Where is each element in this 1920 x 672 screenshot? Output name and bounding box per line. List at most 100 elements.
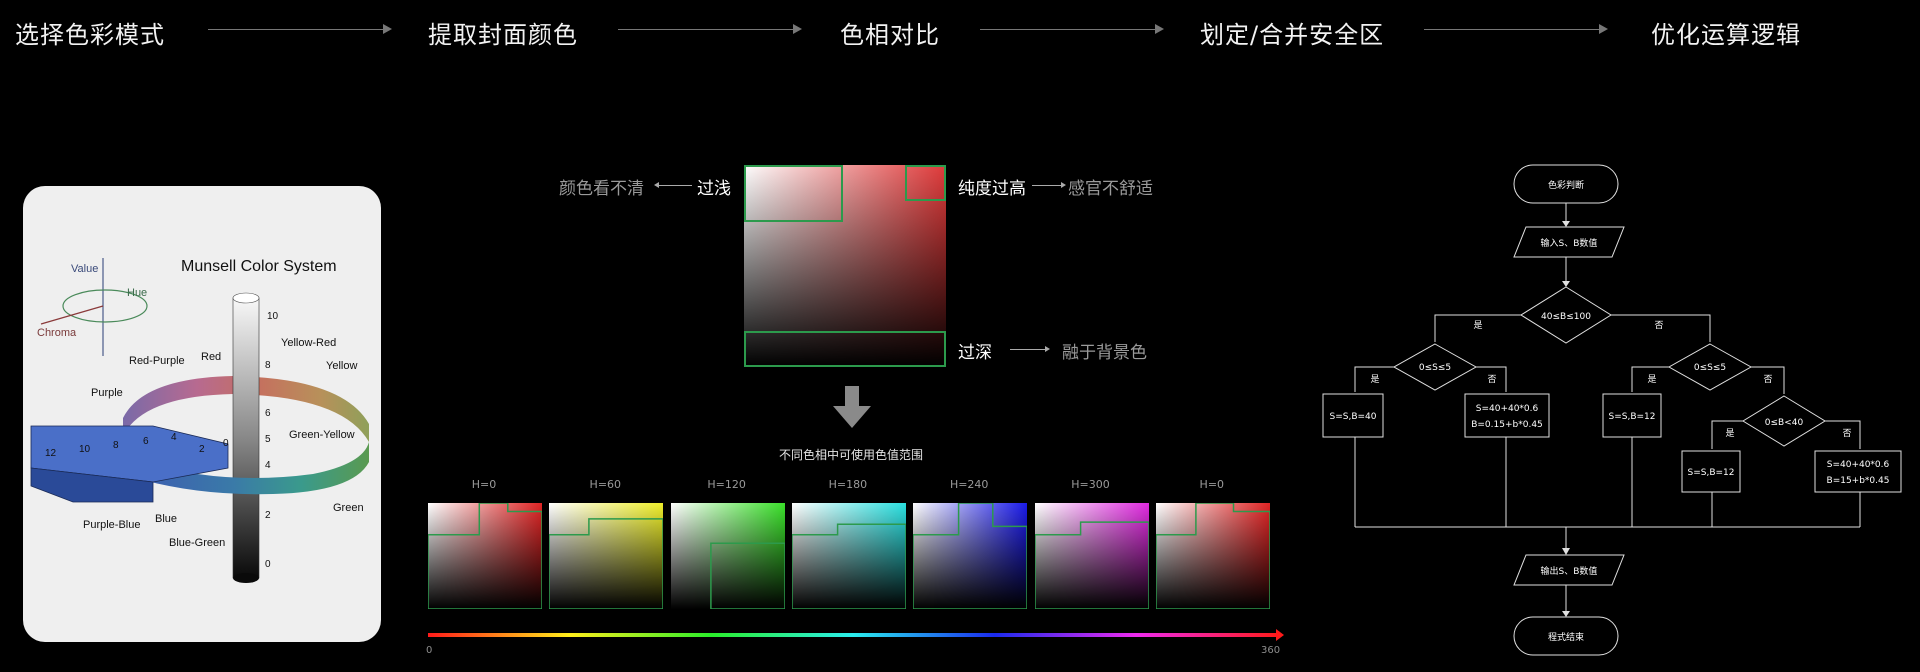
flow-result-1 — [1322, 393, 1384, 438]
hue-sample-swatch — [549, 503, 664, 609]
flow-input-node — [1513, 226, 1625, 258]
pointer-arrow-icon — [1032, 185, 1062, 186]
hue-max-label: 360 — [1261, 645, 1281, 656]
pointer-arrow-icon — [1045, 346, 1050, 352]
value-axis-label: Value — [71, 263, 98, 275]
hue-ring-back — [123, 376, 369, 442]
flow-right-condition-text: 0≤S≤5 — [1694, 363, 1726, 373]
chroma-tick: 8 — [113, 440, 119, 451]
too-light-zone — [744, 165, 843, 222]
hue-sample-swatch — [913, 503, 1028, 609]
chroma-axis-label: Chroma — [37, 327, 77, 339]
pointer-arrow-icon — [1010, 349, 1046, 350]
flow-no-label: 否 — [1763, 374, 1772, 385]
value-tick: 2 — [265, 510, 271, 521]
safe-zone-outline — [671, 503, 785, 609]
chroma-tick: 0 — [223, 438, 229, 449]
hue-sample-label: H=240 — [949, 478, 989, 491]
flow-no-label: 否 — [1487, 374, 1496, 385]
step-arrow — [618, 29, 794, 30]
flow-result-4 — [1681, 450, 1741, 493]
hue-sample-swatch — [1155, 503, 1270, 609]
step-arrow — [208, 29, 384, 30]
safe-zone-polygon — [549, 519, 663, 609]
value-tick: 4 — [265, 460, 271, 471]
too-saturated-zone — [905, 165, 946, 201]
hue-label: Blue — [155, 513, 177, 525]
hue-axis-label: Hue — [127, 287, 147, 299]
flow-right-condition — [1667, 343, 1753, 391]
flow-input-text: 输入S、B数值 — [1541, 237, 1598, 249]
flow-end-text: 程式结束 — [1548, 631, 1584, 643]
flow-main-condition — [1520, 286, 1612, 344]
too-dark-desc: 融于背景色 — [1062, 343, 1147, 363]
chroma-tick: 10 — [79, 444, 91, 455]
hue-label: Green-Yellow — [289, 429, 355, 441]
hue-sample-swatch — [1034, 503, 1149, 609]
step-arrow — [980, 29, 1156, 30]
safe-zone-polygon — [913, 503, 1027, 609]
pointer-arrow-icon — [1061, 182, 1066, 188]
flow-result-5 — [1814, 450, 1902, 493]
hue-ring-front — [143, 442, 369, 495]
step-5-title: 优化运算逻辑 — [1651, 21, 1801, 49]
value-tick: 5 — [265, 434, 271, 445]
safe-zone-polygon — [428, 503, 542, 609]
safe-zone-polygon — [792, 524, 906, 609]
flow-result-2-text: S=40+40*0.6 — [1476, 404, 1539, 414]
value-tick: 0 — [265, 559, 271, 570]
flow-result-2-text: B=0.15+b*0.45 — [1471, 420, 1543, 430]
hue-label: Purple — [91, 387, 123, 399]
safe-zone-outline — [549, 503, 663, 609]
flow-main-condition-text: 40≤B≤100 — [1541, 312, 1591, 322]
value-pole — [232, 297, 260, 579]
safe-zone-polygon — [1156, 503, 1270, 609]
flow-output-text: 输出S、B数值 — [1541, 565, 1598, 577]
safe-zone-outline — [913, 503, 1027, 609]
hue-sample-swatch — [791, 503, 906, 609]
hue-sample-label: H=180 — [828, 478, 868, 491]
munsell-title: Munsell Color System — [181, 258, 337, 275]
hue-min-label: 0 — [426, 645, 433, 656]
flow-start-text: 色彩判断 — [1548, 179, 1584, 191]
flow-no-label: 否 — [1842, 428, 1851, 439]
flow-left-condition — [1392, 343, 1478, 391]
value-tick: 10 — [267, 311, 279, 322]
flow-b-condition — [1742, 395, 1826, 447]
hue-label: Blue-Green — [169, 537, 225, 549]
too-dark-label: 过深 — [958, 343, 992, 363]
flow-yes-label: 是 — [1647, 374, 1656, 385]
too-light-desc: 颜色看不清 — [559, 179, 644, 199]
hue-label: Red — [201, 351, 221, 363]
flow-left-condition-text: 0≤S≤5 — [1419, 363, 1451, 373]
flow-yes-label: 是 — [1370, 374, 1379, 385]
flow-result-2 — [1464, 393, 1550, 438]
hue-sample-swatch — [428, 503, 542, 609]
flow-result-1-text: S=S,B=40 — [1330, 412, 1377, 422]
color-square — [744, 165, 946, 367]
flowchart: 色彩判断 输入S、B数值 40≤B≤100 是 否 0≤S≤5 是 否 S=S,… — [1322, 164, 1902, 656]
too-saturated-label: 纯度过高 — [958, 179, 1026, 199]
flow-result-4-text: S=S,B=12 — [1688, 468, 1735, 478]
flow-result-5-text: B=15+b*0.45 — [1827, 476, 1890, 486]
safe-zone-outline — [428, 503, 542, 609]
safe-zone-outline — [792, 503, 906, 609]
step-3-title: 色相对比 — [840, 21, 940, 49]
chroma-tick: 4 — [171, 432, 177, 443]
hue-sample-swatch — [670, 503, 785, 609]
flow-yes-label: 是 — [1473, 320, 1482, 331]
safe-zone-outline — [1035, 503, 1149, 609]
munsell-diagram: Munsell Color System Value Hue Chroma 10… — [30, 258, 369, 583]
step-2-title: 提取封面颜色 — [428, 21, 578, 49]
hue-sample-label: H=60 — [589, 478, 622, 491]
arrow-head-icon — [1155, 24, 1164, 34]
hue-label: Red-Purple — [129, 355, 185, 367]
too-saturated-desc: 感官不舒适 — [1068, 179, 1153, 199]
chroma-tick: 12 — [45, 448, 57, 459]
hue-sample-label: H=120 — [707, 478, 746, 491]
hue-sample-label: H=0 — [471, 478, 497, 491]
arrow-head-icon — [1599, 24, 1608, 34]
too-dark-zone — [744, 331, 946, 367]
hue-sample-label: H=300 — [1071, 478, 1110, 491]
